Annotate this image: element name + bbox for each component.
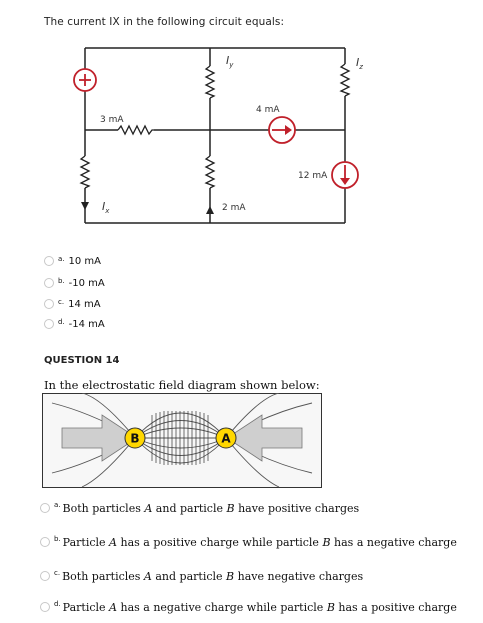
label-iz: Iz — [356, 56, 363, 71]
resistors — [79, 63, 351, 189]
particle-b: B — [124, 427, 146, 449]
q13-option-a-radio[interactable] — [44, 256, 54, 266]
current-source-12ma — [331, 161, 359, 189]
q13-option-c-radio[interactable] — [44, 299, 54, 309]
q13-option-b[interactable]: b.-10 mA — [58, 277, 105, 289]
label-3ma: 3 mA — [100, 115, 124, 125]
question-14-header: QUESTION 14 — [44, 355, 120, 366]
question-14-prompt: In the electrostatic field diagram shown… — [44, 378, 320, 392]
q13-option-d-radio[interactable] — [44, 319, 54, 329]
q13-option-c[interactable]: c.14 mA — [58, 298, 101, 310]
particle-a: A — [215, 427, 237, 449]
circuit-diagram: 3 mA 4 mA 12 mA 2 mA Iy Iz Ix — [73, 47, 363, 224]
q14-option-b-radio[interactable] — [40, 537, 50, 547]
q14-option-a[interactable]: a.Both particles A and particle B have p… — [54, 501, 360, 515]
voltage-source — [73, 68, 97, 92]
q13-option-b-radio[interactable] — [44, 278, 54, 288]
label-ix: Ix — [102, 200, 110, 215]
arrow-down-icon — [81, 202, 89, 210]
current-source-4ma — [268, 116, 296, 144]
q14-option-b[interactable]: b.Particle A has a positive charge while… — [54, 535, 457, 549]
label-12ma: 12 mA — [298, 171, 328, 181]
svg-text:A: A — [221, 432, 231, 446]
arrow-up-icon — [206, 206, 214, 214]
q13-option-d[interactable]: d.-14 mA — [58, 318, 105, 330]
q14-option-c[interactable]: c.Both particles A and particle B have n… — [54, 569, 364, 583]
label-iy: Iy — [226, 54, 234, 69]
q14-option-d[interactable]: d.Particle A has a negative charge while… — [54, 600, 457, 614]
label-2ma: 2 mA — [222, 203, 246, 213]
question-13-prompt: The current IX in the following circuit … — [44, 16, 285, 28]
q14-option-c-radio[interactable] — [40, 571, 50, 581]
q13-option-a[interactable]: a.10 mA — [58, 255, 102, 267]
center-hatch — [151, 411, 209, 465]
electrostatic-field-diagram: B A — [42, 393, 322, 488]
svg-text:B: B — [130, 432, 139, 446]
q14-option-a-radio[interactable] — [40, 503, 50, 513]
q14-option-d-radio[interactable] — [40, 602, 50, 612]
field-arrows — [61, 414, 303, 462]
label-4ma: 4 mA — [256, 105, 280, 115]
